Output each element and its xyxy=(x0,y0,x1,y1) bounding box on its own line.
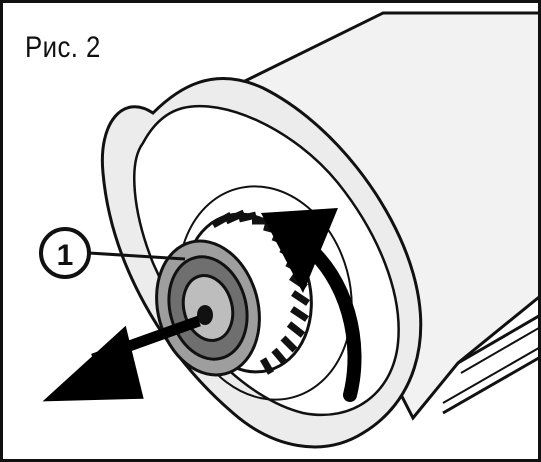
rotation-arrow-icon xyxy=(261,208,362,402)
callout-number: 1 xyxy=(57,239,74,272)
device-illustration: 1 xyxy=(39,11,538,449)
pull-arrow-icon xyxy=(42,315,201,402)
callout-1: 1 xyxy=(39,227,186,279)
figure-label: Рис. 2 xyxy=(25,31,101,64)
